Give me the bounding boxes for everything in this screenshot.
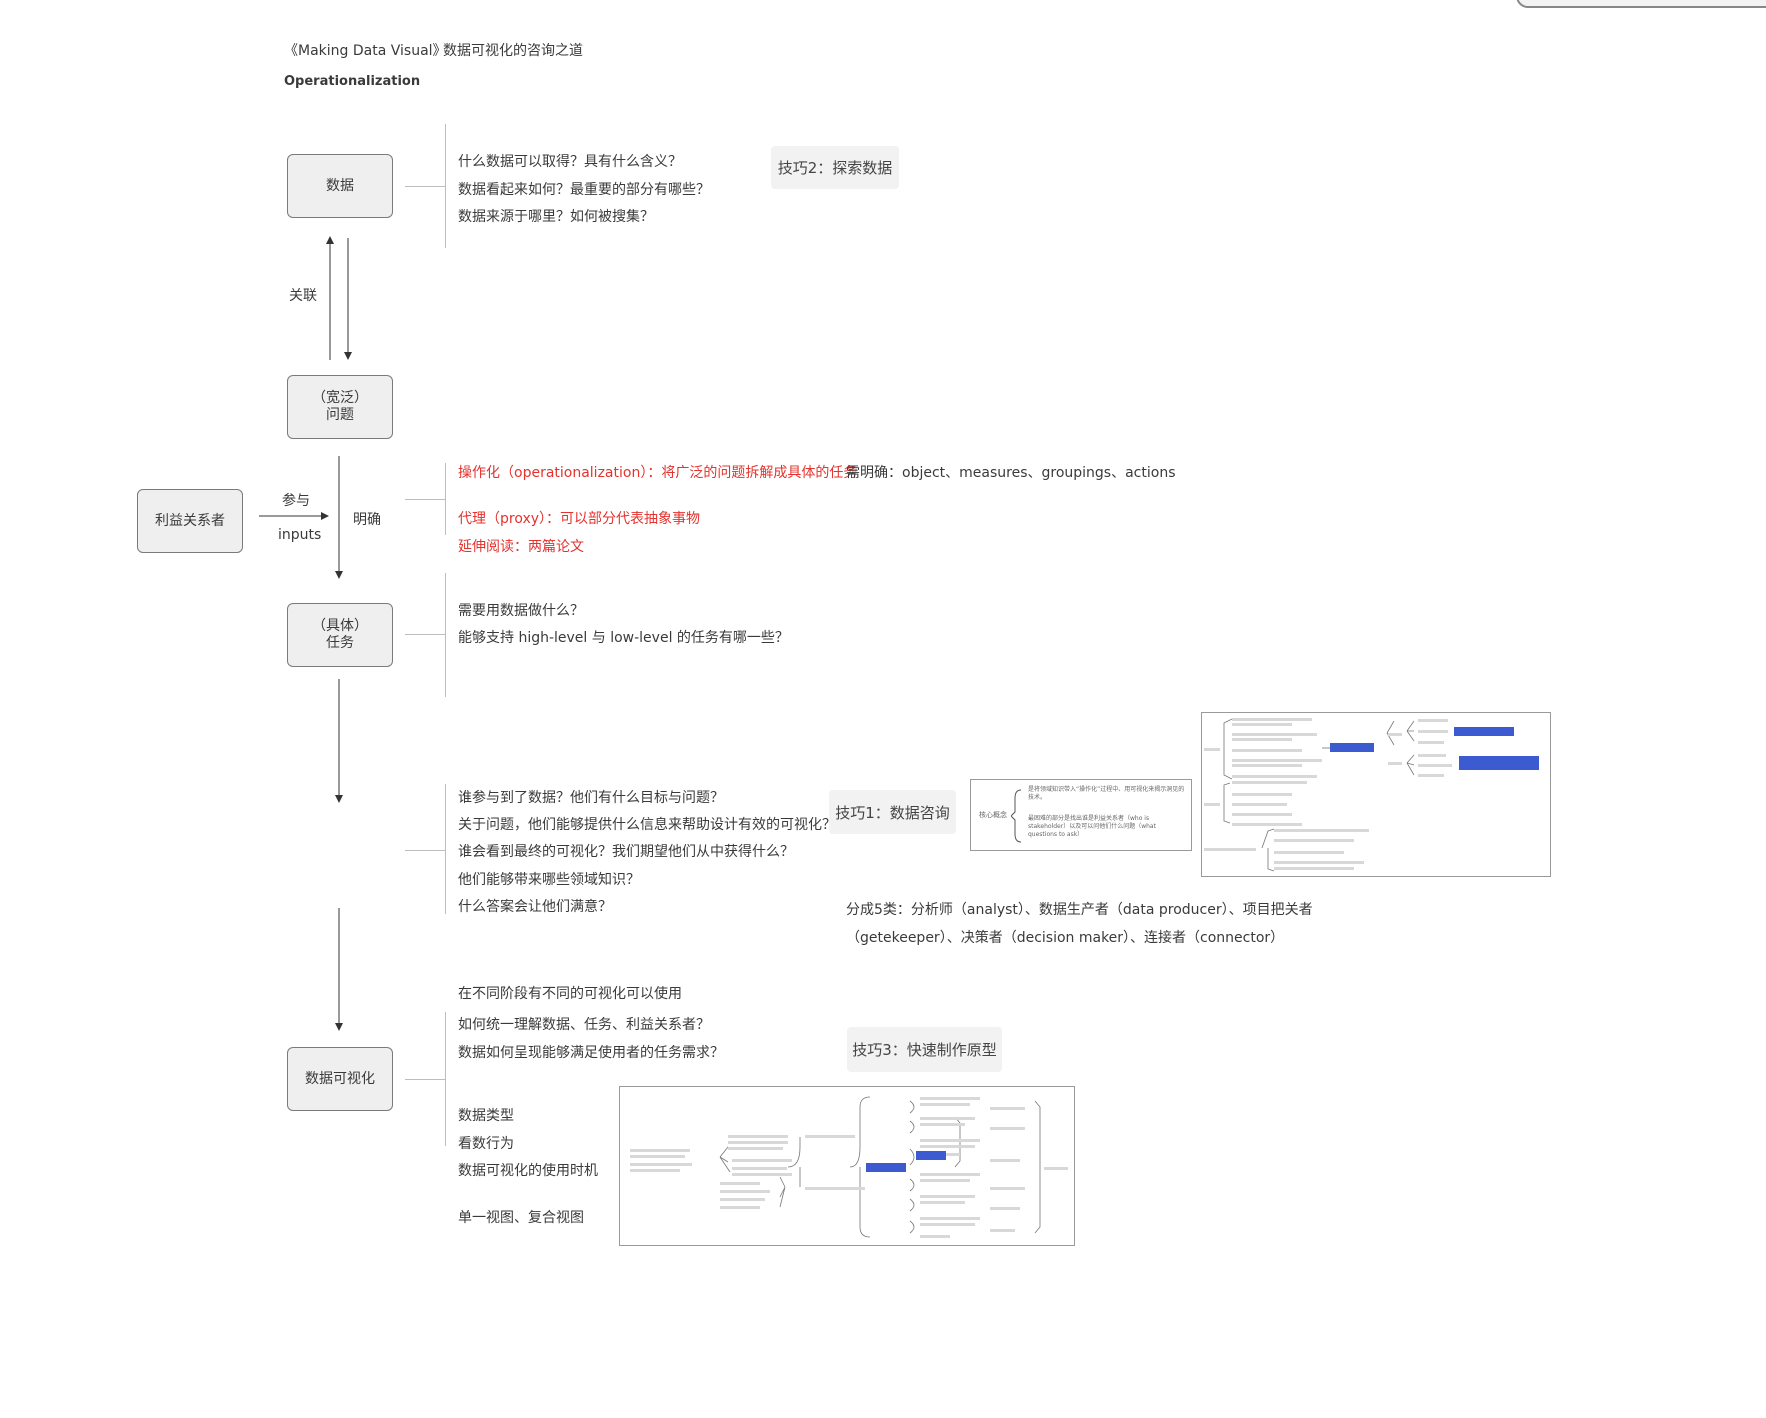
core-concept-text1: 是将领域知识带入“操作化”过程中、用可视化来揭示洞见的技术。 bbox=[1028, 786, 1185, 801]
vis-topic: 数据类型 bbox=[458, 1108, 514, 1124]
vis-bracket bbox=[445, 1012, 446, 1146]
vis-bracket-stem bbox=[405, 1079, 445, 1080]
vis-question: 数据如何呈现能够满足使用者的任务需求？ bbox=[458, 1045, 724, 1061]
vis-question: 如何统一理解数据、任务、利益关系者？ bbox=[458, 1017, 710, 1033]
op-bracket-stem bbox=[405, 499, 445, 500]
stakeholder-question: 关于问题，他们能够提供什么信息来帮助设计有效的可视化？ bbox=[458, 817, 836, 833]
stakeholder-mindmap bbox=[1201, 712, 1551, 877]
roles-line1: 分成5类：分析师（analyst）、数据生产者（data producer）、项… bbox=[846, 902, 1313, 918]
broad-question-node[interactable]: （宽泛） 问题 bbox=[287, 375, 393, 439]
data-node[interactable]: 数据 bbox=[287, 154, 393, 218]
core-concept-text2: 最困难的部分是找出谁是利益关系者（who is stakeholder）以及可以… bbox=[1028, 815, 1156, 838]
task-bracket bbox=[445, 573, 446, 697]
stakeholder-question: 什么答案会让他们满意？ bbox=[458, 899, 612, 915]
concrete-task-node[interactable]: （具体） 任务 bbox=[287, 603, 393, 667]
operationalization-definition: 操作化（operationalization）：将广泛的问题拆解成具体的任务 bbox=[458, 465, 858, 481]
data-question: 什么数据可以取得？具有什么含义？ bbox=[458, 154, 682, 170]
data-bracket-stem bbox=[405, 186, 445, 187]
roles-line2: （getekeeper）、决策者（decision maker）、连接者（con… bbox=[846, 930, 1285, 946]
section-title: Operationalization bbox=[284, 74, 421, 89]
visualization-node-label: 数据可视化 bbox=[305, 1070, 375, 1087]
further-reading: 延伸阅读：两篇论文 bbox=[458, 539, 584, 555]
prototype-mindmap bbox=[619, 1086, 1075, 1246]
stakeholder-bracket bbox=[445, 784, 446, 914]
concrete-task-line2: 任务 bbox=[326, 635, 354, 651]
tip2-badge: 技巧2：探索数据 bbox=[771, 146, 899, 189]
participate-label: 参与 bbox=[282, 493, 310, 509]
core-concept-mindmap: 核心概念 是将领域知识带入“操作化”过程中、用可视化来揭示洞见的技术。 最困难的… bbox=[970, 779, 1192, 851]
stakeholder-question: 谁参与到了数据？他们有什么目标与问题？ bbox=[458, 790, 724, 806]
task-question: 需要用数据做什么？ bbox=[458, 603, 584, 619]
data-question: 数据看起来如何？最重要的部分有哪些？ bbox=[458, 182, 710, 198]
data-question: 数据来源于哪里？如何被搜集？ bbox=[458, 209, 654, 225]
tip1-badge: 技巧1：数据咨询 bbox=[829, 790, 956, 834]
core-concept-label: 核心概念 bbox=[979, 811, 1007, 819]
stakeholder-question: 谁会看到最终的可视化？我们期望他们从中获得什么？ bbox=[458, 844, 794, 860]
operationalization-needs: 需明确：object、measures、groupings、actions bbox=[846, 465, 1176, 481]
concrete-task-line1: （具体） bbox=[312, 618, 368, 634]
visualization-node[interactable]: 数据可视化 bbox=[287, 1047, 393, 1111]
task-question: 能够支持 high-level 与 low-level 的任务有哪一些？ bbox=[458, 630, 789, 646]
vis-topic: 看数行为 bbox=[458, 1136, 514, 1152]
stakeholder-question: 他们能够带来哪些领域知识？ bbox=[458, 872, 640, 888]
book-title: 《Making Data Visual》 bbox=[284, 43, 447, 59]
stakeholder-node[interactable]: 利益关系者 bbox=[137, 489, 243, 553]
proxy-definition: 代理（proxy）：可以部分代表抽象事物 bbox=[458, 511, 701, 527]
book-subtitle: 数据可视化的咨询之道 bbox=[443, 43, 583, 59]
clarify-label: 明确 bbox=[353, 512, 381, 528]
data-bracket bbox=[445, 124, 446, 248]
vis-topic: 数据可视化的使用时机 bbox=[458, 1163, 598, 1179]
stakeholder-node-label: 利益关系者 bbox=[155, 512, 225, 529]
vis-question: 在不同阶段有不同的可视化可以使用 bbox=[458, 986, 682, 1002]
relate-label: 关联 bbox=[289, 288, 317, 304]
op-bracket bbox=[445, 463, 446, 535]
task-bracket-stem bbox=[405, 634, 445, 635]
stakeholder-bracket-stem bbox=[405, 850, 445, 851]
broad-question-line2: 问题 bbox=[326, 407, 354, 423]
vis-views: 单一视图、复合视图 bbox=[458, 1210, 584, 1226]
inputs-label: inputs bbox=[278, 527, 322, 543]
data-node-label: 数据 bbox=[326, 177, 354, 194]
broad-question-line1: （宽泛） bbox=[312, 390, 368, 406]
tip3-badge: 技巧3：快速制作原型 bbox=[847, 1027, 1002, 1072]
